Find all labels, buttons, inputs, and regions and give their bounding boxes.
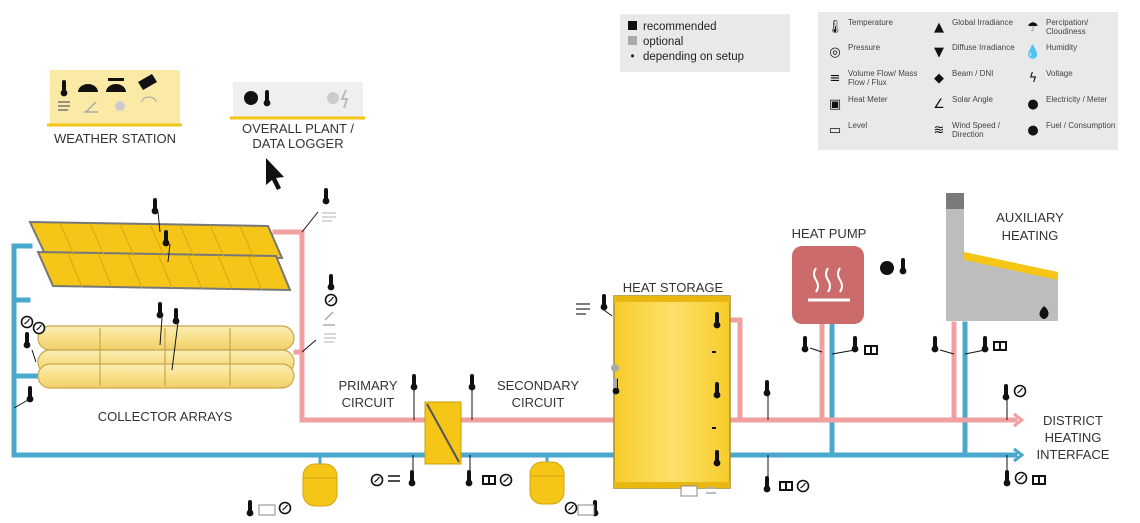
plant-logger-label-line2: DATA LOGGER [252,136,344,151]
cold-pipe-end [1013,447,1025,463]
heat-meter-icon: ▣ [828,97,842,112]
primary-circuit-label-line2: CIRCUIT [341,395,395,410]
legend-recommended: recommended [628,20,717,34]
legend-icons-box: 🌡 Temperature ▲ Global Irradiance ☂ Percipati… [818,12,1118,150]
secondary-circuit-label-line2: CIRCUIT [511,395,565,410]
depending-star: • [630,51,635,63]
legend-item-label: Voltage [1046,69,1073,78]
wind-icon: ≋ [933,123,945,138]
auxiliary-heating-label-line1: AUXILIARY [996,210,1064,225]
level-icon: ▭ [828,123,842,138]
legend-item-label: Percipation/ Cloudiness [1046,18,1089,36]
sensor-icons [13,188,1049,517]
tube-collectors [37,325,295,389]
district-heating-label-line2: HEATING [1044,430,1102,445]
legend-item-label: Level [848,121,868,130]
flat-plate-collectors [28,220,292,292]
plant-logger-label-line1: OVERALL PLANT / [242,121,354,136]
heat-storage-label: HEAT STORAGE [622,280,724,295]
primary-circuit-label-line1: PRIMARY [338,378,398,393]
diffuse-irradiance-icon: ▼ [934,45,944,60]
global-irradiance-icon: ▲ [934,20,944,35]
data-logger-panel [230,82,365,120]
auxiliary-heating-label-line2: HEATING [1001,228,1059,243]
optional-label: optional [643,36,684,48]
legend-item-label: Wind Speed / Direction [952,121,1001,139]
recommended-label: recommended [643,21,717,33]
legend-item-label: Diffuse Irradiance [952,43,1015,52]
pressure-gauge-icon: ◎ [829,45,841,60]
legend-item-label: Electricity / Meter [1046,95,1108,104]
thermometer-icon: 🌡 [826,20,844,35]
heat-storage-tank [613,295,731,489]
heat-pump-unit [792,246,864,324]
expansion-tanks [302,455,565,507]
recommended-swatch [628,21,637,30]
legend-item-label: Beam / DNI [952,69,994,78]
mouse-cursor-icon [266,158,284,190]
legend-item-label: Heat Meter [848,95,888,104]
auxiliary-heating-unit [946,193,1058,321]
electricity-meter-icon: ● [1027,97,1039,112]
legend-item-label: Humidity [1046,43,1078,52]
optional-swatch [628,36,637,45]
secondary-circuit-label-line1: SECONDARY [496,378,580,393]
beam-dni-icon: ◆ [934,71,944,86]
voltage-icon: ϟ [1028,71,1038,86]
hot-pipe-end [1013,412,1025,428]
heat-exchanger [424,401,462,465]
weather-station-label: WEATHER STATION [53,131,177,146]
district-heating-label-line3: INTERFACE [1036,447,1110,462]
fuel-icon: ● [1027,123,1039,138]
legend-item-label: Global Irradiance [952,18,1013,27]
solar-angle-icon: ∠ [933,97,945,112]
legend-status-box: recommended optional • depending on setup [620,14,790,72]
weather-station-panel [47,70,182,127]
district-heating-label-line1: DISTRICT [1043,413,1103,428]
legend-item-label: Volume Flow/ Mass Flow / Flux [848,69,918,87]
flow-icon: ≡ [829,71,841,86]
legend-item-label: Pressure [848,43,881,52]
depending-label: depending on setup [643,51,745,63]
humidity-icon: 💧 [1024,45,1042,60]
legend-item-label: Fuel / Consumption [1046,121,1116,130]
legend-depending: • depending on setup [628,50,744,64]
precipitation-icon: ☂ [1027,20,1039,35]
legend-item-label: Temperature [848,18,893,27]
heat-pump-label: HEAT PUMP [791,226,867,241]
collector-arrays-label: COLLECTOR ARRAYS [97,409,233,424]
legend-optional: optional [628,35,683,49]
legend-item-label: Solar Angle [952,95,993,104]
